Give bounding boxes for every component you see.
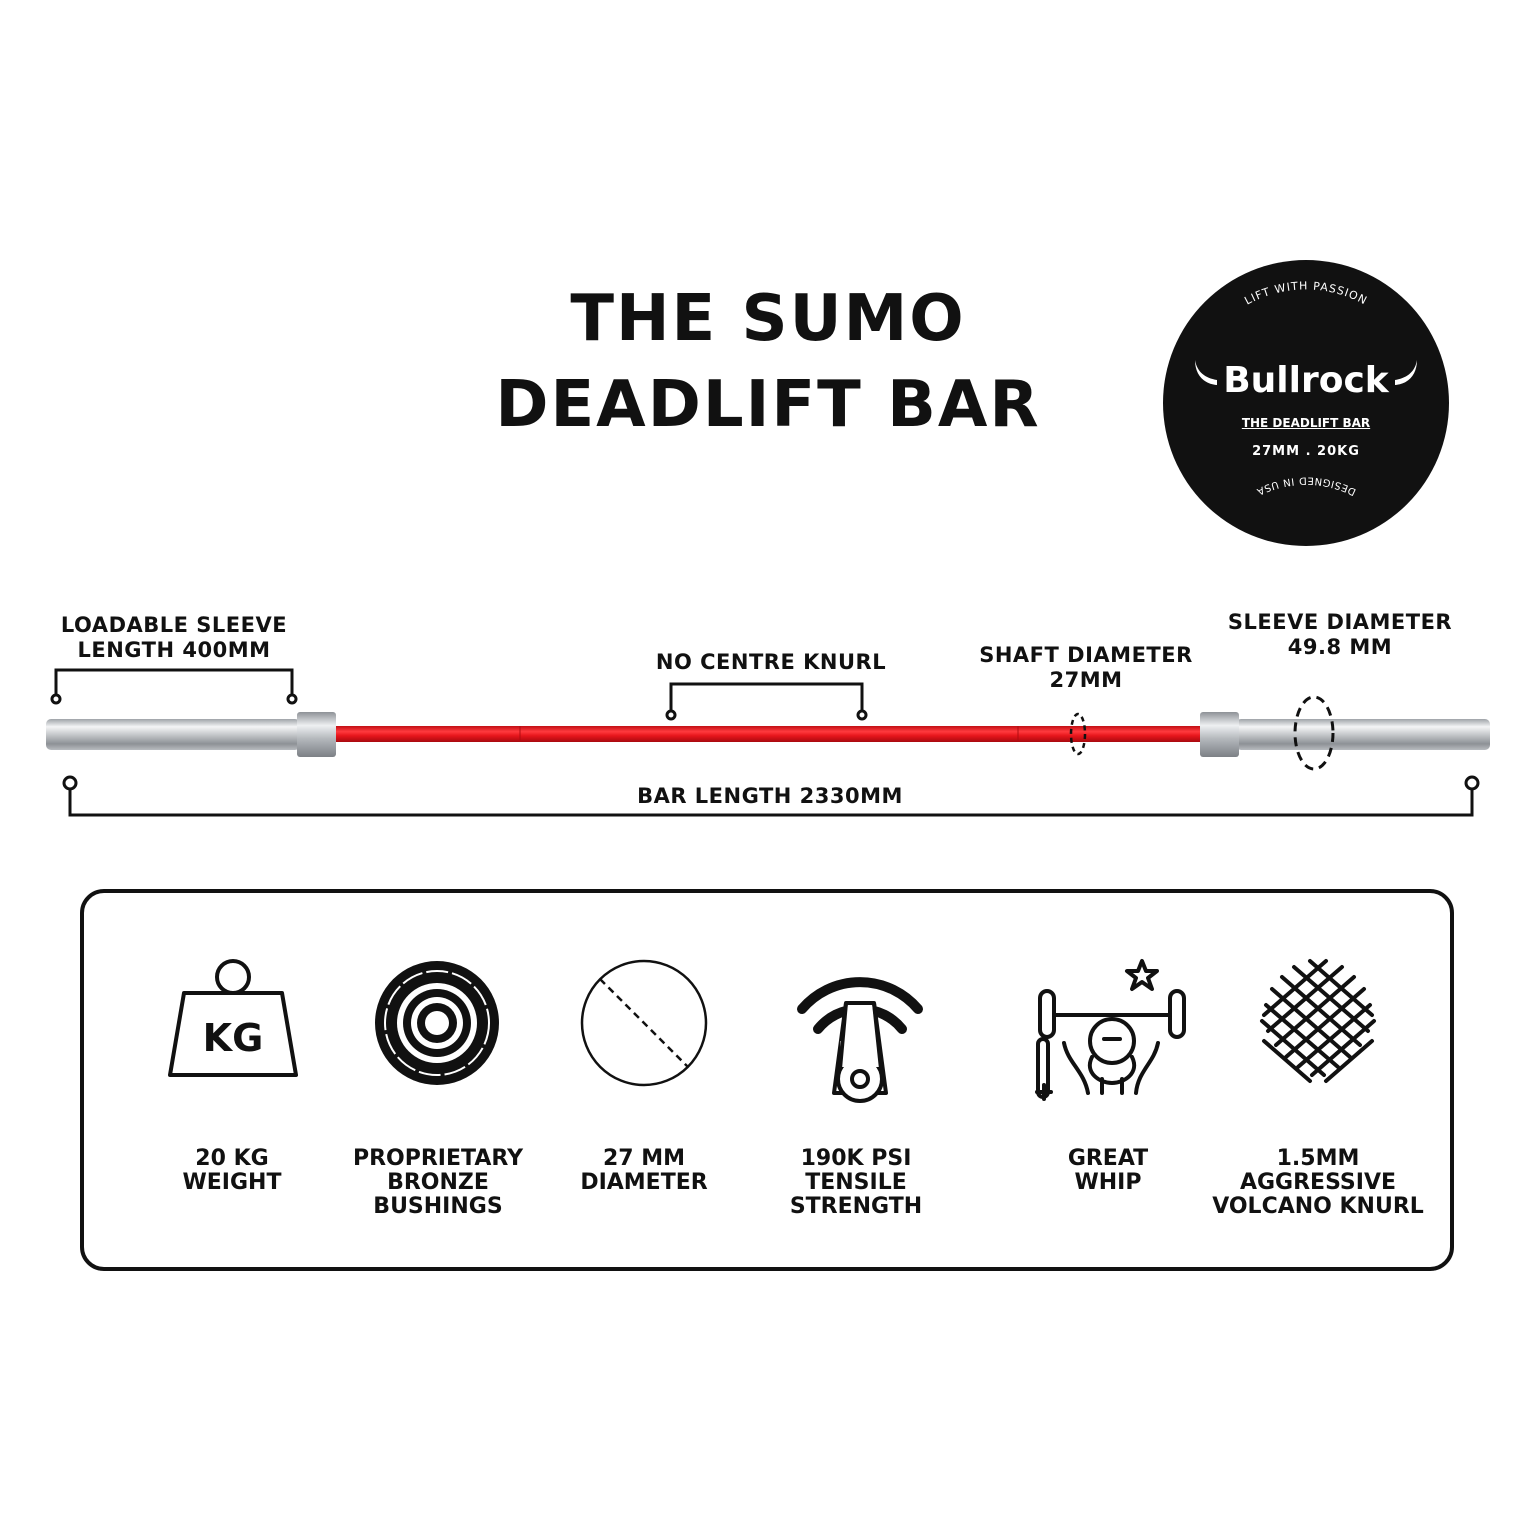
- title-line-1: THE SUMO: [570, 282, 966, 356]
- feature-whip-line-1: GREAT: [1067, 1146, 1149, 1171]
- bar-length-bracket: [62, 775, 1480, 817]
- feature-weight-line-1: 20 KG: [195, 1146, 269, 1171]
- page-title: THE SUMO DEADLIFT BAR: [368, 276, 1168, 448]
- feature-tensile-line-3: STRENGTH: [789, 1194, 923, 1219]
- feature-bushings-label: PROPRIETARY BRONZE BUSHINGS: [298, 1147, 578, 1219]
- weight-kg-icon: KG: [168, 959, 298, 1077]
- feature-bushings: PROPRIETARY BRONZE BUSHINGS: [318, 943, 558, 1243]
- bushing-icon: [375, 961, 499, 1085]
- feature-knurl-line-2: AGGRESSIVE: [1239, 1170, 1397, 1195]
- sleeve-diameter-label-line-1: SLEEVE DIAMETER: [1227, 610, 1453, 634]
- tensile-strength-icon: [797, 977, 923, 1103]
- loadable-sleeve-label-line-1: LOADABLE SLEEVE: [60, 613, 288, 637]
- feature-knurl-line-1: 1.5MM: [1276, 1146, 1360, 1171]
- feature-tensile-line-2: TENSILE: [805, 1170, 907, 1195]
- feature-diameter-line-2: DIAMETER: [580, 1170, 708, 1195]
- sleeve-length-bracket: [50, 668, 298, 705]
- feature-bushings-line-3: BUSHINGS: [373, 1194, 503, 1219]
- brand-logo-text: Bullrock: [1223, 360, 1389, 401]
- loadable-sleeve-label: LOADABLE SLEEVE LENGTH 400MM: [44, 613, 304, 663]
- feature-weight: KG 20 KG WEIGHT: [112, 943, 352, 1243]
- badge-spec: 27MM . 20KG: [1252, 444, 1360, 459]
- feature-diameter-label: 27 MM DIAMETER: [504, 1147, 784, 1195]
- shaft-diameter-label-line-1: SHAFT DIAMETER: [979, 643, 1193, 667]
- weight-icon-text: KG: [203, 1016, 264, 1060]
- bar-diagram: [46, 668, 1490, 817]
- feature-bushings-line-2: BRONZE: [387, 1170, 489, 1195]
- bull-horn-left-icon: [1195, 360, 1217, 385]
- feature-diameter: 27 MM DIAMETER: [524, 943, 764, 1243]
- bar-shaft: [334, 726, 1202, 742]
- brand-badge: LIFT WITH PASSION DESIGNED IN USA Bullro…: [1163, 260, 1449, 546]
- feature-tensile: 190K PSI TENSILE STRENGTH: [736, 943, 976, 1243]
- feature-bushings-line-1: PROPRIETARY: [352, 1146, 524, 1171]
- left-collar: [297, 712, 336, 757]
- feature-whip-label: GREAT WHIP: [968, 1147, 1248, 1195]
- lifter-whip-icon: [1035, 959, 1186, 1101]
- feature-diameter-line-1: 27 MM: [602, 1146, 686, 1171]
- feature-weight-label: 20 KG WEIGHT: [92, 1147, 372, 1195]
- bar-length-label: BAR LENGTH 2330MM: [637, 784, 903, 808]
- feature-knurl-label: 1.5MM AGGRESSIVE VOLCANO KNURL: [1178, 1147, 1458, 1219]
- feature-whip: GREAT WHIP: [988, 943, 1228, 1243]
- shaft-diameter-label-line-2: 27MM: [1049, 668, 1123, 692]
- knurl-pattern-icon: [1260, 959, 1376, 1083]
- centre-knurl-bracket: [665, 682, 868, 721]
- features-panel: KG 20 KG WEIGHT PROPRIETARY BRONZE BUSHI…: [80, 889, 1454, 1271]
- feature-weight-line-2: WEIGHT: [182, 1170, 282, 1195]
- sleeve-diameter-label-line-2: 49.8 MM: [1287, 635, 1393, 659]
- right-collar: [1200, 712, 1239, 757]
- shaft-diameter-ring: [1069, 712, 1087, 756]
- no-centre-knurl-label: NO CENTRE KNURL: [655, 650, 887, 674]
- badge-product-name: THE DEADLIFT BAR: [1241, 416, 1371, 430]
- feature-tensile-line-1: 190K PSI: [800, 1146, 912, 1171]
- right-sleeve: [1236, 719, 1490, 750]
- sleeve-diameter-label: SLEEVE DIAMETER 49.8 MM: [1210, 610, 1470, 660]
- badge-arc-text: LIFT WITH PASSION DESIGNED IN USA: [1242, 279, 1368, 497]
- diameter-icon: [580, 959, 708, 1087]
- title-line-2: DEADLIFT BAR: [495, 368, 1041, 442]
- feature-tensile-label: 190K PSI TENSILE STRENGTH: [716, 1147, 996, 1219]
- sleeve-diameter-ring: [1293, 695, 1335, 771]
- feature-whip-line-2: WHIP: [1074, 1170, 1142, 1195]
- left-sleeve: [46, 719, 300, 750]
- loadable-sleeve-label-line-2: LENGTH 400MM: [77, 638, 271, 662]
- bull-horn-right-icon: [1395, 360, 1417, 385]
- feature-knurl: 1.5MM AGGRESSIVE VOLCANO KNURL: [1198, 943, 1438, 1243]
- feature-knurl-line-3: VOLCANO KNURL: [1212, 1194, 1424, 1219]
- shaft-diameter-label: SHAFT DIAMETER 27MM: [966, 643, 1206, 693]
